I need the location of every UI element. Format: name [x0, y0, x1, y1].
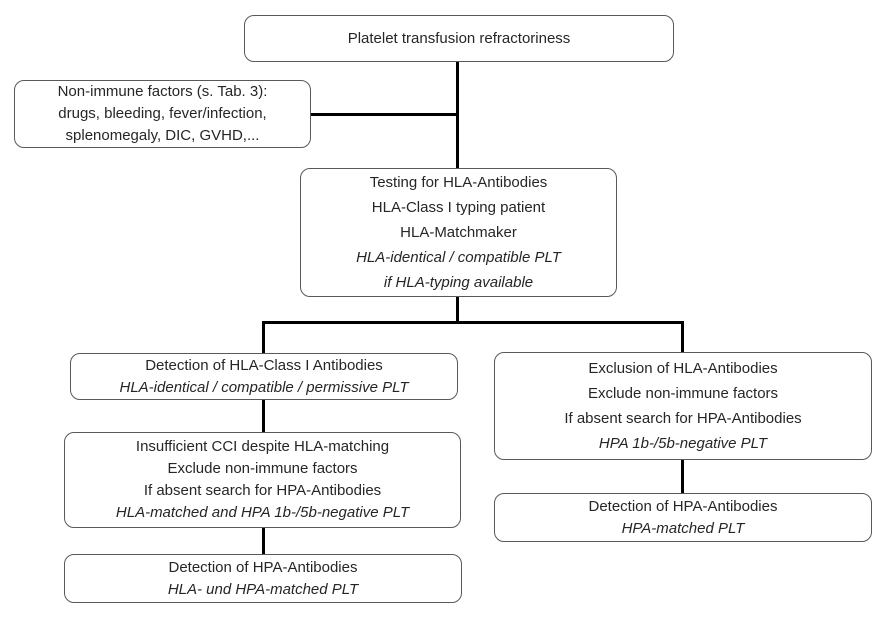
node-text: drugs, bleeding, fever/infection,: [58, 105, 267, 122]
node-text: splenomegaly, DIC, GVHD,...: [65, 127, 260, 144]
node-text: If absent search for HPA-Antibodies: [564, 410, 802, 427]
node-text: Insufficient CCI despite HLA-matching: [135, 438, 390, 455]
node-text-emphasis: HPA 1b-/5b-negative PLT: [598, 435, 768, 452]
connector-detection-hla-to-insufficient-cci: [262, 400, 265, 432]
node-text-emphasis: HLA-matched and HPA 1b-/5b-negative PLT: [115, 504, 410, 521]
connector-insufficient-cci-to-detection-hpa: [262, 528, 265, 554]
node-detection-hpa-antibodies-right: Detection of HPA-Antibodies HPA-matched …: [494, 493, 872, 542]
node-detection-hla-class-i-antibodies: Detection of HLA-Class I Antibodies HLA-…: [70, 353, 458, 400]
node-platelet-transfusion-refractoriness: Platelet transfusion refractoriness: [244, 15, 674, 62]
node-text: Exclude non-immune factors: [167, 460, 358, 477]
node-text: Exclude non-immune factors: [587, 385, 779, 402]
node-text: Detection of HLA-Class I Antibodies: [145, 356, 383, 374]
connector-split-to-exclusion-hla: [681, 321, 684, 352]
node-exclusion-hla-antibodies: Exclusion of HLA-Antibodies Exclude non-…: [494, 352, 872, 460]
node-text: Non-immune factors (s. Tab. 3):: [57, 83, 268, 100]
node-insufficient-cci: Insufficient CCI despite HLA-matching Ex…: [64, 432, 461, 528]
connector-exclusion-hla-to-detection-hpa: [681, 460, 684, 493]
node-text: Testing for HLA-Antibodies: [369, 174, 548, 191]
connector-non-immune-branch: [311, 113, 457, 116]
node-text-emphasis: HLA- und HPA-matched PLT: [167, 580, 359, 598]
node-text-emphasis: HPA-matched PLT: [621, 519, 745, 537]
node-non-immune-factors: Non-immune factors (s. Tab. 3): drugs, b…: [14, 80, 311, 148]
node-text: Platelet transfusion refractoriness: [347, 29, 571, 47]
node-text: Detection of HPA-Antibodies: [588, 497, 778, 515]
node-detection-hpa-antibodies-left: Detection of HPA-Antibodies HLA- und HPA…: [64, 554, 462, 603]
node-testing-for-hla-antibodies: Testing for HLA-Antibodies HLA-Class I t…: [300, 168, 617, 297]
node-text-emphasis: HLA-identical / compatible PLT: [356, 249, 561, 266]
node-text-emphasis: HLA-identical / compatible / permissive …: [119, 378, 409, 396]
node-text: Exclusion of HLA-Antibodies: [588, 360, 778, 377]
node-text: HLA-Class I typing patient: [371, 199, 546, 216]
node-text: Detection of HPA-Antibodies: [168, 558, 358, 576]
node-text-emphasis: if HLA-typing available: [383, 274, 534, 291]
connector-root-to-testing: [456, 62, 459, 168]
connector-split-to-detection-hla: [262, 321, 265, 353]
node-text: HLA-Matchmaker: [400, 224, 517, 241]
node-text: If absent search for HPA-Antibodies: [143, 482, 382, 499]
connector-split-bar: [262, 321, 684, 324]
connector-testing-to-split: [456, 297, 459, 324]
